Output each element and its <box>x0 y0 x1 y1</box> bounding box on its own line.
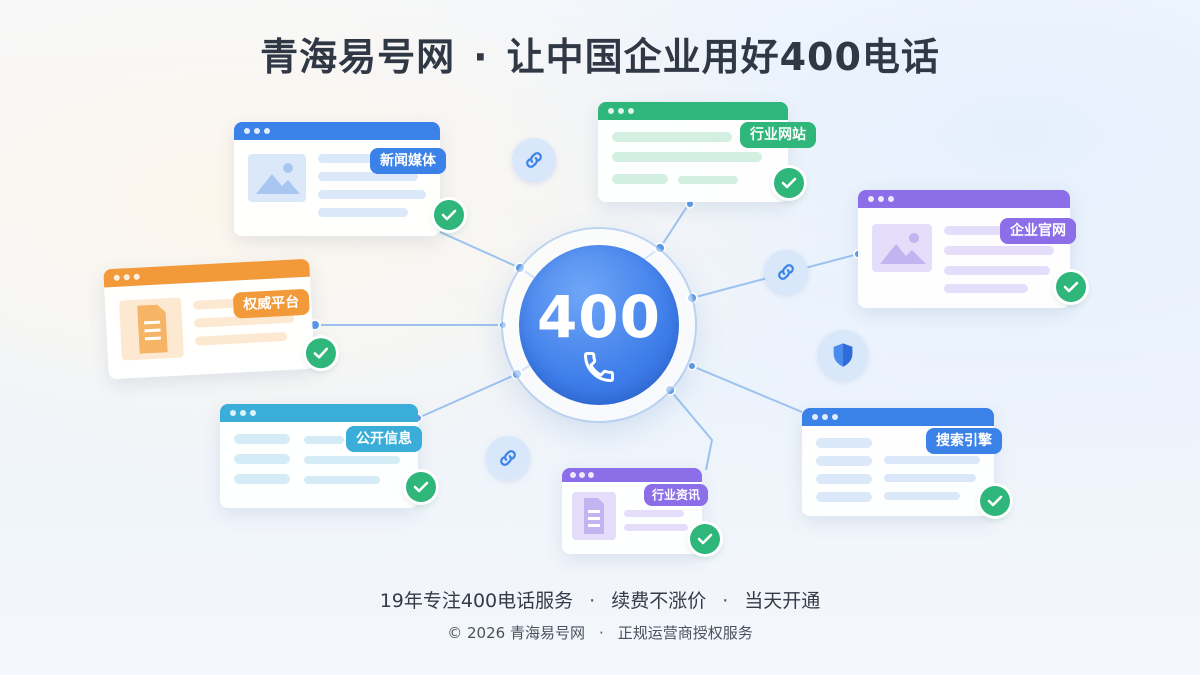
channel-label: 行业资讯 <box>644 484 709 506</box>
copyright: © 2026 青海易号网 <box>447 624 585 642</box>
hub-core: 400 <box>519 245 679 405</box>
link-icon <box>512 138 556 182</box>
channel-card-industry-site: 行业网站 <box>598 102 816 202</box>
hub-400: 400 <box>503 229 695 421</box>
channel-label: 行业网站 <box>740 122 816 148</box>
check-icon <box>305 337 337 369</box>
check-icon <box>980 486 1010 516</box>
hub-number: 400 <box>536 283 662 351</box>
page-title: 青海易号网 · 让中国企业用好400电话 <box>0 26 1200 81</box>
channel-card-official-site: 企业官网 <box>858 190 1086 308</box>
image-icon <box>872 224 932 272</box>
line-search <box>691 365 803 413</box>
footer-note: © 2026 青海易号网 · 正规运营商授权服务 <box>0 622 1200 643</box>
feature-list: 19年专注400电话服务 · 续费不涨价 · 当天开通 <box>0 586 1200 613</box>
link-icon <box>486 436 530 480</box>
channel-card-news-media: 新闻媒体 <box>234 122 464 236</box>
channel-card-public-info: 公开信息 <box>220 404 436 508</box>
channel-card-search-engine: 搜索引擎 <box>802 408 1010 516</box>
link-icon <box>764 250 808 294</box>
check-icon <box>434 200 464 230</box>
phone-icon <box>584 352 614 382</box>
check-icon <box>406 472 436 502</box>
slogan: 让中国企业用好400电话 <box>506 35 940 79</box>
footer-separator: · <box>598 624 604 642</box>
document-icon <box>572 492 616 540</box>
feature-item: 当天开通 <box>744 590 821 612</box>
document-icon <box>118 297 184 361</box>
channel-label: 企业官网 <box>1000 218 1076 244</box>
title-separator: · <box>473 35 489 79</box>
node <box>687 361 697 371</box>
feature-separator: · <box>722 590 729 612</box>
feature-separator: · <box>589 590 596 612</box>
check-icon <box>774 168 804 198</box>
authorization-text: 正规运营商授权服务 <box>617 624 753 642</box>
channel-label: 新闻媒体 <box>370 148 446 174</box>
image-icon <box>248 154 306 202</box>
check-icon <box>690 524 720 554</box>
feature-item: 19年专注400电话服务 <box>379 590 574 612</box>
line-news-info <box>669 389 714 471</box>
check-icon <box>1056 272 1086 302</box>
channel-label: 搜索引擎 <box>926 428 1002 454</box>
channel-card-authority-platform: 权威平台 <box>103 258 337 380</box>
feature-item: 续费不涨价 <box>611 590 707 612</box>
channel-label: 公开信息 <box>346 426 422 452</box>
channel-card-industry-news: 行业资讯 <box>562 468 720 554</box>
channel-label: 权威平台 <box>232 288 310 319</box>
shield-icon <box>818 330 868 380</box>
brand-name: 青海易号网 <box>260 35 456 79</box>
